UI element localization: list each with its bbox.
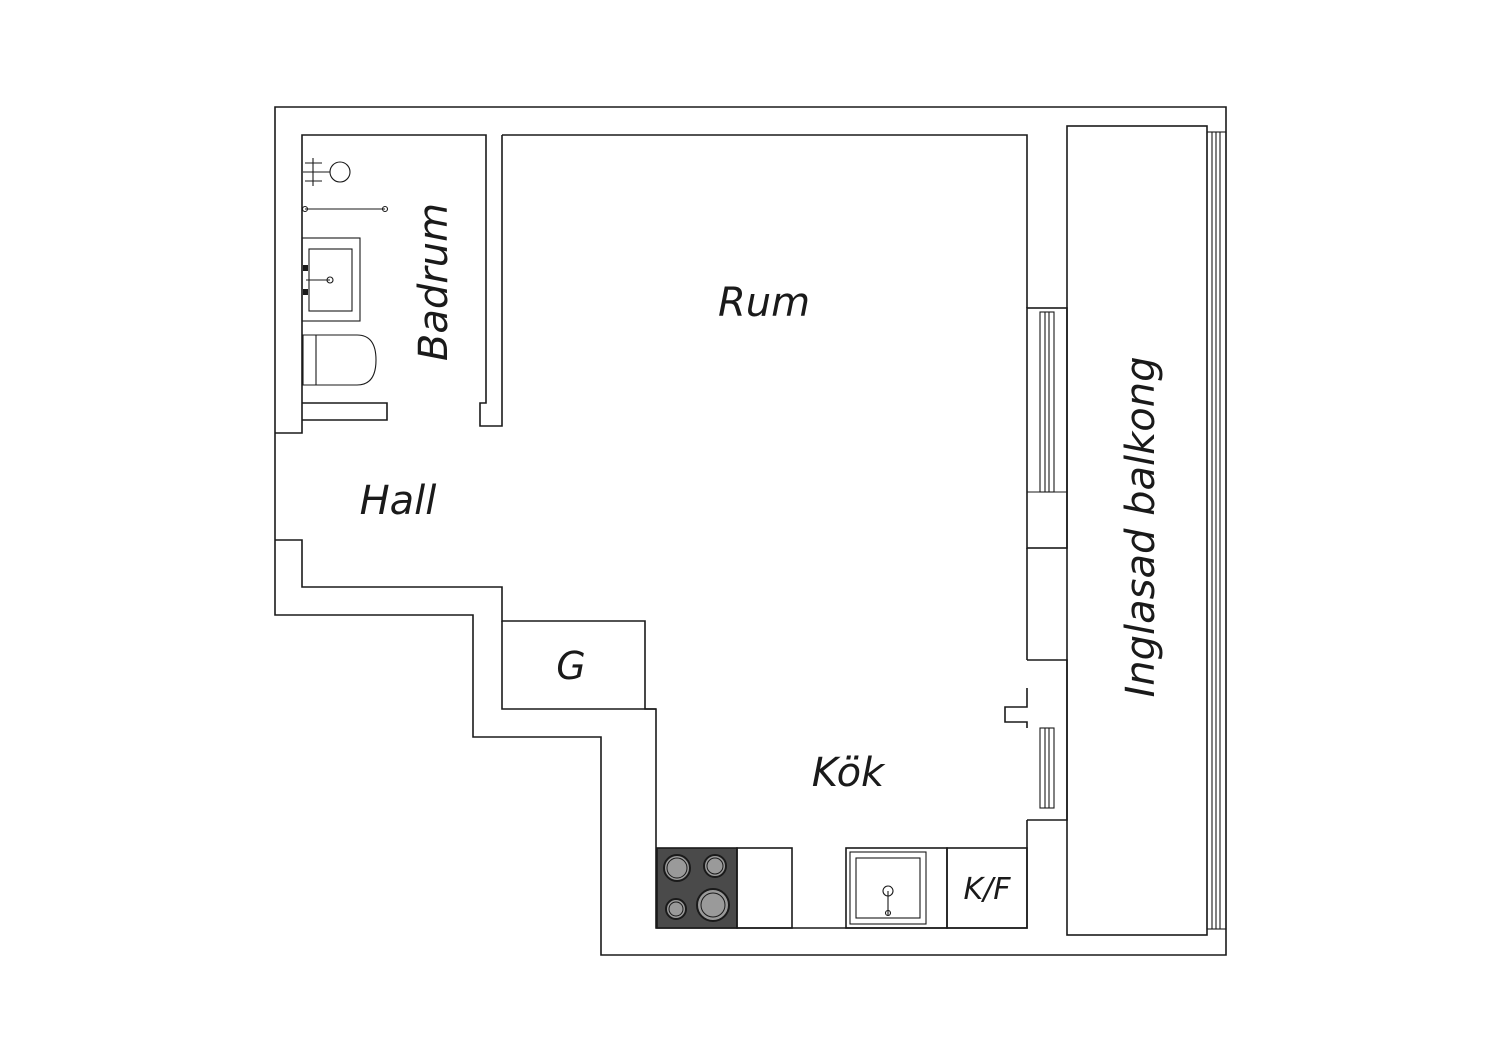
shower-icon — [301, 158, 389, 213]
kitchen-sink-icon — [845, 847, 948, 929]
room-label-kitchen: Kök — [812, 750, 886, 796]
room-label-balcony: Inglasad balkong — [1118, 356, 1164, 697]
stove-icon — [656, 847, 738, 929]
room-label-hall: Hall — [360, 478, 437, 524]
door-frame-kitchen — [1004, 659, 1068, 821]
room-label-closet: G — [556, 644, 585, 688]
room-label-fridge-freezer: K/F — [963, 872, 1011, 907]
counter-cabinet — [736, 847, 793, 929]
fridge-freezer-box — [946, 847, 1028, 929]
washbasin-icon — [301, 237, 361, 322]
closet-box — [501, 621, 656, 710]
room-label-bathroom: Badrum — [411, 203, 457, 361]
toilet-icon — [302, 334, 377, 386]
room-label-living-room: Rum — [718, 280, 810, 326]
bathroom-walls — [302, 402, 388, 421]
window-icon — [1026, 307, 1068, 549]
